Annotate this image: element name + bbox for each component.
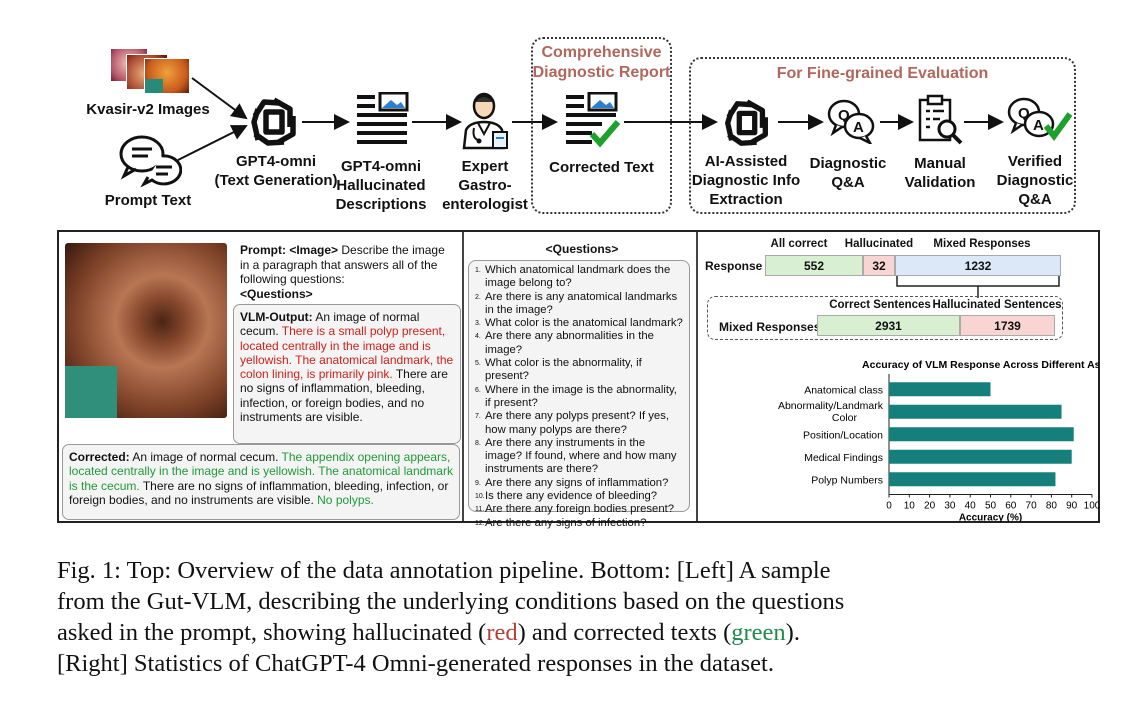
question-item: 11.Are there any foreign bodies present? xyxy=(475,503,675,516)
chart-title: Accuracy of VLM Response Across Differen… xyxy=(862,359,1099,371)
evaluation-title: For Fine-grained Evaluation xyxy=(776,65,989,82)
x-tick-label: 40 xyxy=(965,501,977,512)
question-item: 9.Are there any signs of inflammation? xyxy=(475,476,669,489)
caption-line: asked in the prompt, showing hallucinate… xyxy=(57,619,800,646)
kvasir-images-label: Kvasir-v2 Images xyxy=(86,101,210,118)
category-label: Medical Findings xyxy=(804,452,883,464)
caption-line: [Right] Statistics of ChatGPT-4 Omni-gen… xyxy=(57,650,774,677)
report-box xyxy=(531,37,672,214)
x-tick-label: 80 xyxy=(1046,501,1058,512)
question-item: 2.Are there is any anatomical landmarks … xyxy=(475,290,678,316)
x-tick-label: 0 xyxy=(886,501,892,512)
question-item: 6.Where in the image is the abnormality,… xyxy=(475,383,677,409)
chat-bubbles-icon xyxy=(119,135,182,188)
bracket-connector xyxy=(896,276,1060,298)
hallucinated-sentences-value: 1739 xyxy=(960,315,1055,336)
questions-list: 1.Which anatomical landmark does the ima… xyxy=(468,260,690,529)
endoscopy-image xyxy=(65,243,227,418)
question-item: 8.Are there any instruments in the image… xyxy=(475,436,677,476)
x-tick-label: 10 xyxy=(904,501,916,512)
gpt-textgen-label: GPT4-omni(Text Generation) xyxy=(214,153,338,189)
panel-divider xyxy=(462,232,464,521)
clipboard-magnifier-icon xyxy=(918,94,963,145)
corrected-box: Corrected: An image of normal cecum. The… xyxy=(62,444,460,520)
question-item: 7.Are there any polyps present? If yes, … xyxy=(475,410,669,436)
prompt-text-label: Prompt Text xyxy=(104,192,192,209)
corrected-document-icon xyxy=(566,92,621,148)
all-correct-value: 552 xyxy=(765,255,863,276)
document-image-icon xyxy=(357,92,409,144)
header-hallucinated-sentences: Hallucinated Sentences xyxy=(932,299,1062,311)
category-label: Anatomical class xyxy=(804,384,883,396)
caption-line: Fig. 1: Top: Overview of the data annota… xyxy=(57,557,831,584)
corrected-text-label: Corrected Text xyxy=(549,159,654,176)
doctor-icon xyxy=(462,92,508,150)
endoscopy-inset xyxy=(65,366,117,418)
correct-sentences-value: 2931 xyxy=(817,315,960,336)
figure-caption: Fig. 1: Top: Overview of the data annota… xyxy=(57,555,1092,679)
x-tick-label: 90 xyxy=(1066,501,1078,512)
question-item: 3.What color is the anatomical landmark? xyxy=(475,317,683,330)
accuracy-bar xyxy=(889,427,1074,442)
accuracy-bar xyxy=(889,382,991,397)
hallucinated-value: 32 xyxy=(863,255,895,276)
vlm-output-box: VLM-Output: An image of normal cecum. Th… xyxy=(233,304,461,444)
category-label: Abnormality/Landmark xyxy=(778,400,884,412)
panel-divider xyxy=(696,232,698,521)
mixed-value: 1232 xyxy=(895,255,1061,276)
openai-logo-icon xyxy=(251,97,296,146)
x-tick-label: 100 xyxy=(1084,501,1099,512)
qa-bubbles-icon: Q A xyxy=(827,99,875,144)
svg-text:A: A xyxy=(1033,117,1044,134)
question-item: 10.Is there any evidence of bleeding? xyxy=(475,490,658,503)
mixed-breakdown-box xyxy=(707,296,1063,340)
evaluation-box xyxy=(689,57,1076,214)
x-tick-label: 50 xyxy=(985,501,997,512)
kvasir-images-thumbnail xyxy=(110,48,196,94)
questions-title: <Questions> xyxy=(545,242,619,256)
verified-qa-icon: Q A xyxy=(1007,97,1072,141)
accuracy-bar xyxy=(889,449,1072,464)
accuracy-chart: Accuracy of VLM Response Across Differen… xyxy=(778,359,1099,523)
caption-line: from the Gut-VLM, describing the underly… xyxy=(57,588,845,615)
bottom-panel: Prompt: <Image> Describe the image in a … xyxy=(57,230,1100,529)
response-row-label: Response xyxy=(705,259,763,273)
category-label: Polyp Numbers xyxy=(811,474,883,486)
header-all-correct: All correct xyxy=(770,238,828,250)
header-hallucinated: Hallucinated xyxy=(844,238,914,250)
accuracy-bar xyxy=(889,404,1062,419)
svg-text:A: A xyxy=(853,119,864,136)
category-label: Position/Location xyxy=(803,429,883,441)
accuracy-bar xyxy=(889,472,1056,487)
category-label: Color xyxy=(832,412,858,424)
header-correct-sentences: Correct Sentences xyxy=(829,299,931,311)
question-item: 4.Are there any abnormalities in the ima… xyxy=(475,330,654,356)
question-item: 5.What color is the abnormality, if pres… xyxy=(475,357,642,383)
openai-logo-icon xyxy=(725,99,768,146)
x-tick-label: 60 xyxy=(1005,501,1017,512)
x-tick-label: 20 xyxy=(924,501,936,512)
question-item: 12.Are there any signs of infection? xyxy=(475,516,647,529)
mixed-row-label: Mixed Responses xyxy=(719,320,821,334)
prompt-text: Prompt: <Image> Describe the image in a … xyxy=(240,243,445,301)
x-tick-label: 70 xyxy=(1026,501,1038,512)
question-item: 1.Which anatomical landmark does the ima… xyxy=(475,264,671,290)
header-mixed: Mixed Responses xyxy=(933,238,1031,250)
x-axis-label: Accuracy (%) xyxy=(959,513,1022,523)
x-tick-label: 30 xyxy=(944,501,956,512)
